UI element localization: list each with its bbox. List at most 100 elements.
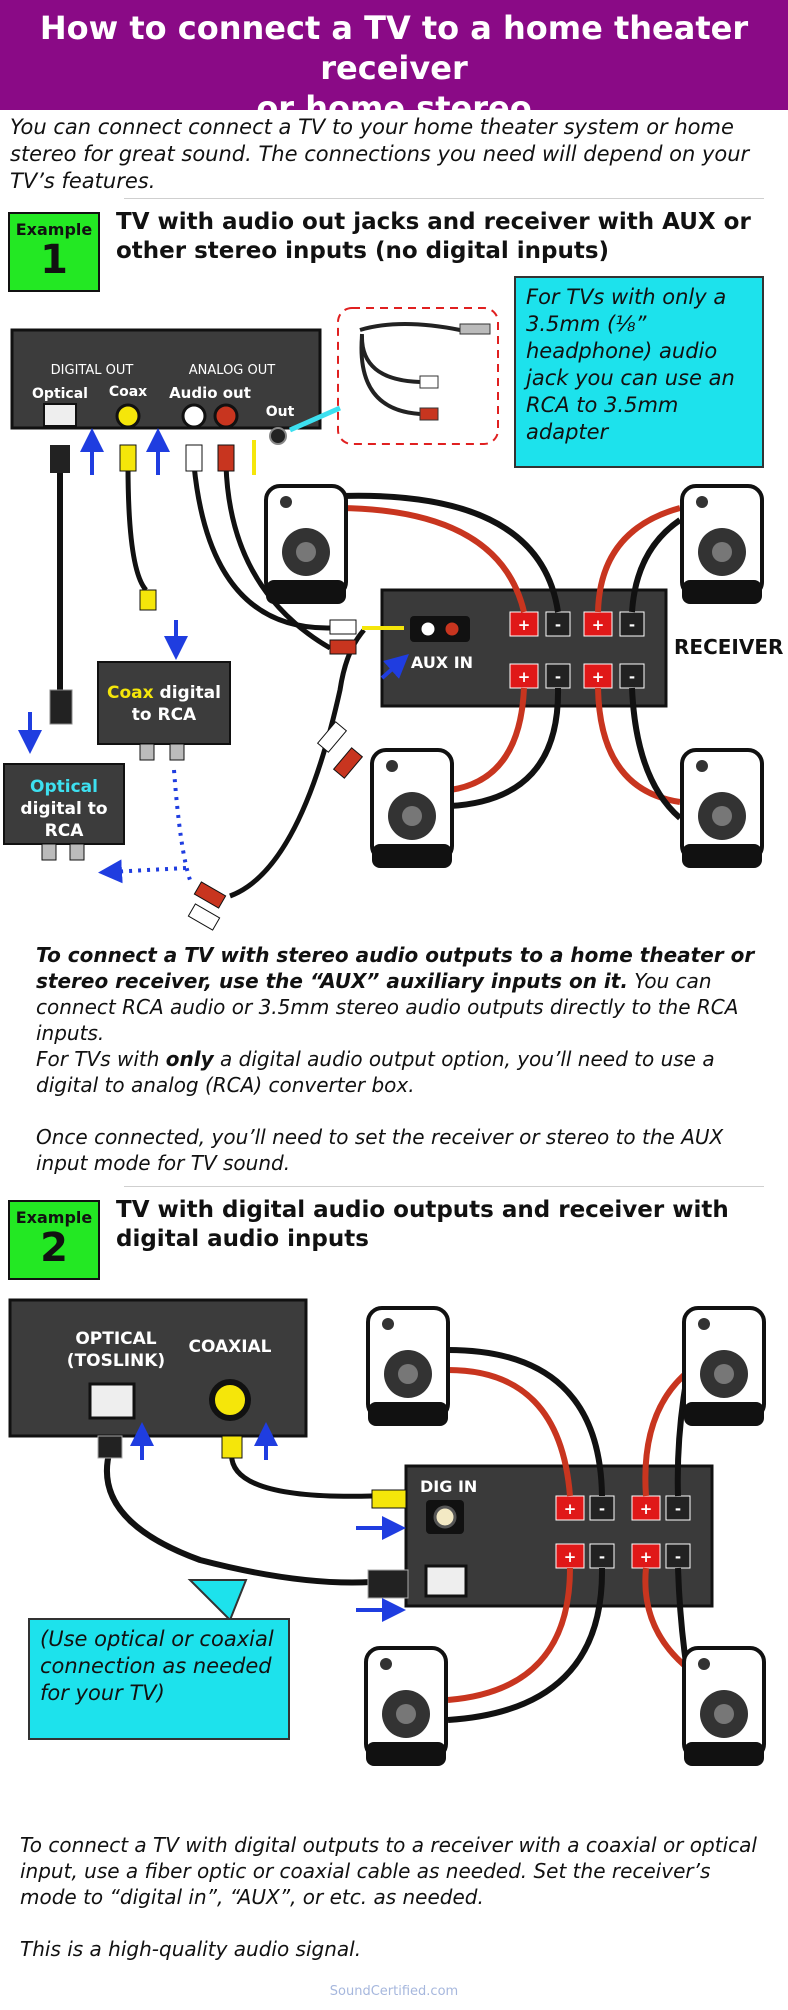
coax-plug-icon — [119, 444, 137, 472]
example-label: Example — [15, 1208, 93, 1227]
rca-white-plug-icon — [185, 444, 203, 472]
para-bold: only — [165, 1047, 214, 1071]
divider — [124, 1186, 764, 1187]
minus-label: - — [675, 1548, 681, 1566]
coax-label: Coax — [109, 384, 147, 400]
speaker-icon — [682, 1646, 766, 1766]
speaker-icon — [680, 748, 764, 868]
para-bold: To connect a TV with stereo audio output… — [36, 943, 755, 993]
speaker-terminals: + - + - + - + - — [509, 611, 645, 689]
plus-label: + — [640, 1500, 653, 1518]
plus-label: + — [518, 668, 531, 686]
coax-port-icon — [115, 403, 141, 429]
headphone-jack-icon — [269, 427, 287, 445]
title-line-2: or home stereo — [256, 89, 532, 127]
rca-red-cable — [223, 464, 332, 651]
plus-label: + — [564, 1500, 577, 1518]
optical-box-rest-2: RCA — [45, 821, 85, 841]
speaker-icon — [366, 1306, 450, 1426]
example-2-paragraph-2: This is a high-quality audio signal. — [20, 1937, 362, 1961]
plus-label: + — [592, 668, 605, 686]
example-number: 2 — [40, 1225, 68, 1271]
example-2-diagram: OPTICAL (TOSLINK) COAXIAL DIG IN + - + -… — [8, 1298, 766, 1766]
coax-box-rest-2: to RCA — [132, 705, 197, 725]
minus-label: - — [555, 616, 561, 634]
rca-white-plug-icon — [316, 721, 348, 753]
speaker-icon — [364, 1646, 448, 1766]
callout-pointer — [187, 1579, 248, 1622]
arrow-icon — [380, 654, 409, 680]
footer-brand: SoundCertified.com — [329, 1984, 459, 1999]
para-text: You can connect RCA audio or 3.5mm stere… — [36, 969, 739, 1045]
rca-white-plug-icon — [329, 619, 357, 635]
coax-to-rca-converter: Coax digital to RCA — [97, 661, 231, 761]
rca-red-plug-icon — [332, 747, 364, 779]
coax-cable — [125, 464, 148, 592]
coax-plug-icon — [221, 1435, 243, 1459]
toslink-label: (TOSLINK) — [67, 1351, 165, 1371]
example-label: Example — [15, 220, 93, 239]
adapter-dashed-box — [337, 307, 499, 445]
rca-red-plug-icon — [217, 444, 235, 472]
minus-label: - — [599, 1500, 605, 1518]
coax-cable — [229, 1449, 373, 1499]
svg-text:Coax digital: Coax digital — [107, 683, 221, 703]
example-1-paragraph-1: To connect a TV with stereo audio output… — [36, 942, 766, 1046]
dotted-arrow — [172, 769, 192, 881]
example-1-paragraph-2: For TVs with only a digital audio output… — [36, 1046, 766, 1098]
minus-label: - — [629, 616, 635, 634]
rca-white-port-icon — [181, 403, 207, 429]
para-text: a digital audio output option, you’ll ne… — [36, 1047, 715, 1097]
optical-box-rest-1: digital to — [20, 799, 107, 819]
rca-red-port-icon — [213, 403, 239, 429]
example-2-paragraph-1: To connect a TV with digital outputs to … — [20, 1833, 757, 1909]
example-1-paragraph-3: Once connected, you’ll need to set the r… — [36, 1125, 724, 1175]
title-line-1: How to connect a TV to a home theater re… — [39, 9, 749, 87]
plus-label: + — [564, 1548, 577, 1566]
rca-red-plug-icon — [193, 881, 227, 909]
coax-box-word: Coax — [107, 683, 154, 703]
coax-plug-icon — [371, 1489, 407, 1509]
example-1-badge: Example 1 — [8, 212, 100, 292]
coax-port-icon — [209, 1379, 251, 1421]
speaker-wires — [339, 492, 682, 821]
dig-in-label: DIG IN — [420, 1477, 477, 1496]
optical-plug-icon — [367, 1569, 409, 1599]
speaker-icon — [370, 748, 454, 868]
optical-coax-callout: (Use optical or coaxial connection as ne… — [28, 1618, 290, 1740]
rca-adapter-icon — [359, 322, 491, 421]
brand-label: SoundCertified.com — [338, 130, 450, 141]
speaker-icon — [680, 484, 764, 604]
page-title: How to connect a TV to a home theater re… — [0, 0, 788, 128]
plus-label: + — [518, 616, 531, 634]
minus-label: - — [675, 1500, 681, 1518]
optical-plug-icon — [97, 1435, 123, 1459]
optical-plug-icon — [50, 445, 70, 473]
out-label: Out — [266, 404, 295, 420]
optical-port-icon — [43, 403, 77, 427]
digital-out-label: DIGITAL OUT — [51, 363, 134, 378]
header-banner: How to connect a TV to a home theater re… — [0, 0, 788, 141]
coaxial-label: COAXIAL — [188, 1337, 271, 1357]
speaker-icon — [682, 1306, 766, 1426]
optical-box-word: Optical — [30, 777, 98, 797]
analog-out-label: ANALOG OUT — [189, 363, 275, 378]
example-2-badge: Example 2 — [8, 1200, 100, 1280]
example-1-title: TV with audio out jacks and receiver wit… — [116, 209, 751, 264]
para-text: For TVs with — [36, 1047, 166, 1071]
optical-label: Optical — [32, 386, 88, 402]
divider — [124, 198, 764, 199]
coax-box-rest-1: digital — [154, 683, 221, 703]
plus-label: + — [592, 616, 605, 634]
audio-out-label: Audio out — [169, 384, 251, 402]
cyan-pointer-arrow — [288, 405, 342, 433]
optical-port-icon — [88, 1382, 136, 1420]
intro-text: You can connect connect a TV to your hom… — [10, 115, 750, 193]
optical-to-rca-converter: Optical digital to RCA — [3, 763, 125, 861]
minus-label: - — [555, 668, 561, 686]
minus-label: - — [629, 668, 635, 686]
speaker-icon — [264, 484, 348, 604]
dotted-arrow — [98, 859, 187, 884]
tv-digital-panel: OPTICAL (TOSLINK) COAXIAL — [8, 1298, 308, 1438]
rca-red-plug-icon — [329, 639, 357, 655]
